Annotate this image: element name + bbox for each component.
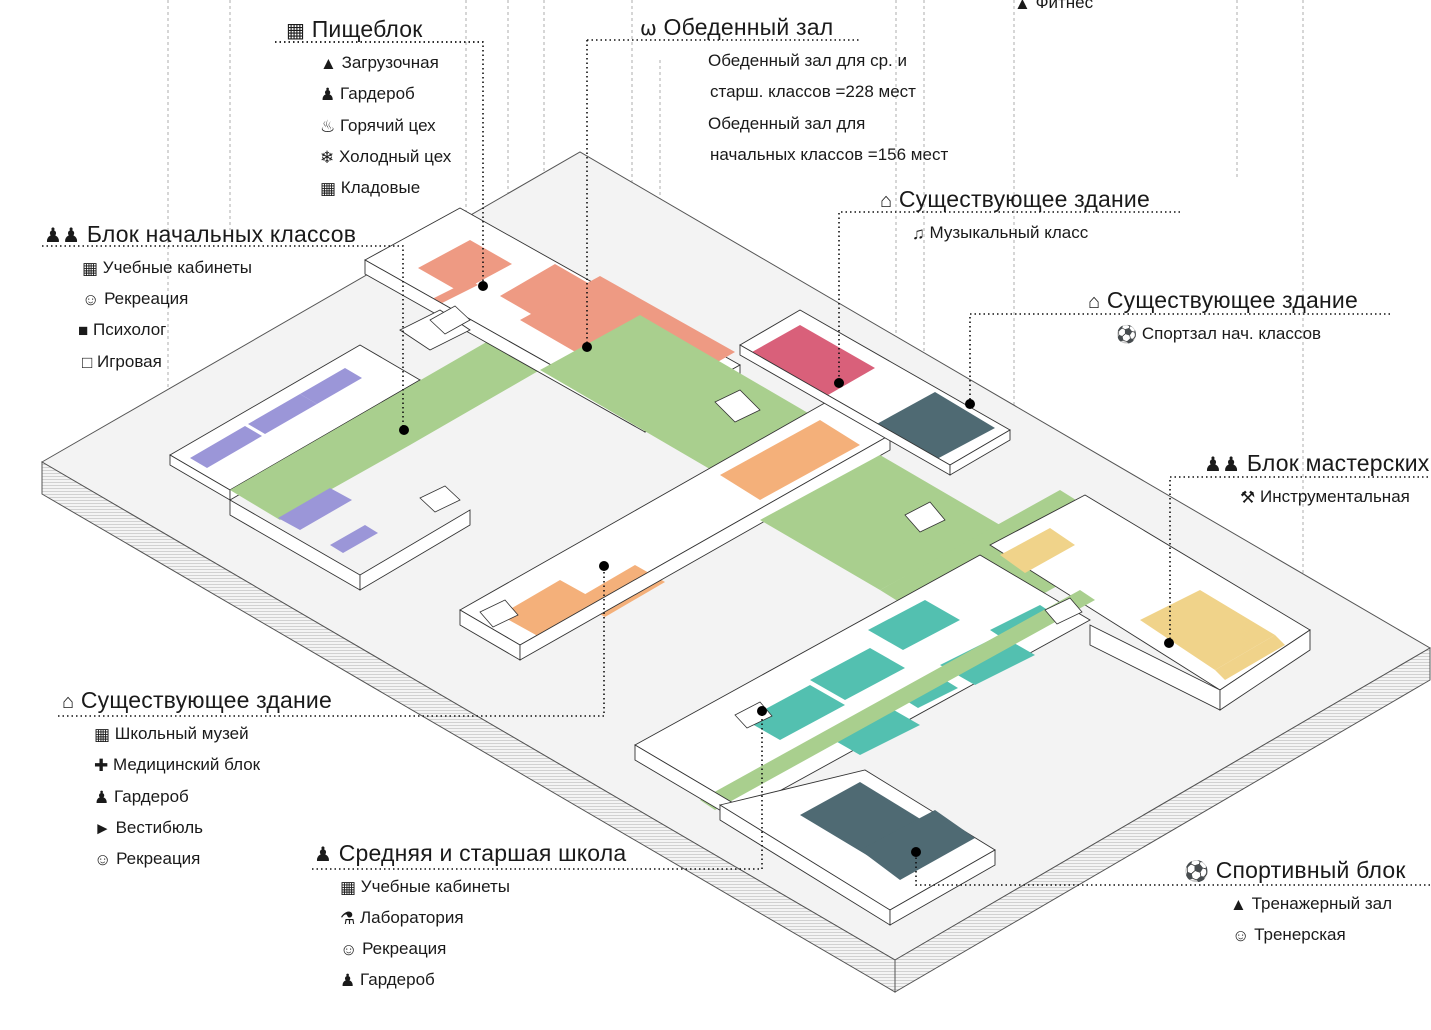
existing-top-right [739, 309, 1011, 476]
site-slab [41, 151, 1431, 993]
music-class-icon: ♫ [912, 224, 925, 244]
kitchen-item: ▲ Загрузочная [320, 53, 439, 74]
middle-high-item: ▦ Учебные кабинеты [340, 877, 511, 898]
hot-shop-icon: ♨ [320, 117, 336, 137]
storage-icon: ▦ [320, 179, 337, 199]
loading-icon: ▲ [320, 54, 337, 74]
school-building-icon: ⌂ [62, 690, 75, 713]
dining-table-icon: ⍵ [640, 17, 657, 40]
middle-high-item: ⚗ Лаборатория [340, 908, 464, 929]
primary-item: ▦ Учебные кабинеты [82, 258, 253, 279]
central-wing [459, 399, 891, 661]
sport-balls-icon: ⚽ [1184, 860, 1210, 883]
kitchen-item: ❄ Холодный цех [320, 147, 452, 168]
kitchen-title: ▦ Пищеблок [286, 18, 423, 41]
kitchen-item: ♟ Гардероб [320, 84, 415, 105]
turnstile-icon: ► [94, 819, 111, 839]
dining-line: старш. классов =228 мест [710, 82, 916, 101]
middle-high-item: ☺ Рекреация [340, 939, 447, 960]
school-building-icon: ⌂ [1088, 290, 1101, 313]
existing-main-title: ⌂ Существующее здание [62, 687, 332, 713]
walking-student-icon: ♟ [314, 843, 333, 866]
wardrobe-icon: ♟ [94, 788, 110, 808]
wardrobe-icon: ♟ [340, 971, 356, 991]
medical-icon: ✚ [94, 756, 109, 776]
dining-line: Обеденный зал для [708, 114, 866, 133]
primary-title-text: Блок начальных классов [86, 221, 357, 247]
primary-title: ♟♟ Блок начальных классов [44, 223, 356, 246]
middle-high-title: ♟ Средняя и старшая школа [314, 840, 627, 866]
workshops-title: ♟♟ Блок мастерских [1204, 450, 1430, 476]
existing-gym-title: ⌂ Существующее здание [1088, 287, 1358, 313]
weightlifter-icon: ▲ [1230, 895, 1247, 915]
museum-icon: ▦ [94, 725, 111, 745]
recreation-icon: ☺ [340, 940, 358, 960]
coach-icon: ☺ [1232, 926, 1250, 946]
kitchen-item: ▦ Кладовые [320, 178, 421, 199]
kitchen-dining-wing [364, 207, 820, 475]
recreation-icon: ☺ [94, 850, 112, 870]
snowflake-icon: ❄ [320, 148, 335, 168]
toys-icon: □ [82, 353, 93, 373]
existing-main-item: ☺ Рекреация [94, 849, 201, 870]
kitchen-item: ♨ Горячий цех [320, 116, 436, 137]
sport-balls-icon: ⚽ [1116, 325, 1138, 345]
dining-line: начальных классов =156 мест [710, 145, 949, 164]
dining-title-text: Обеденный зал [663, 14, 834, 40]
kitchen-title-text: Пищеблок [311, 16, 423, 42]
kitchen-icon: ▦ [286, 19, 306, 42]
middle-high-item: ♟ Гардероб [340, 970, 435, 991]
middle-high-wing [634, 554, 1095, 926]
fitness-label: ▲ Фитнес [1014, 0, 1093, 12]
primary-item: ■ Психолог [78, 320, 167, 341]
sports-item: ▲ Тренажерный зал [1230, 894, 1393, 915]
wardrobe-icon: ♟ [320, 85, 336, 105]
dining-title: ⍵ Обеденный зал [640, 16, 833, 39]
dining-line: Обеденный зал для ср. и [708, 51, 907, 70]
recreation-icon: ☺ [82, 290, 100, 310]
primary-item: □ Игровая [82, 352, 162, 373]
sports-title: ⚽ Спортивный блок [1184, 857, 1406, 883]
primary-block-wing [169, 340, 540, 591]
existing-music-title: ⌂ Существующее здание [880, 186, 1150, 212]
laboratory-icon: ⚗ [340, 909, 356, 929]
existing-main-item: ♟ Гардероб [94, 787, 189, 808]
school-building-icon: ⌂ [880, 189, 893, 212]
workers-icon: ♟♟ [1204, 453, 1241, 476]
fitness-icon: ▲ [1014, 0, 1031, 14]
anchor-dots [399, 281, 1174, 857]
classroom-icon: ▦ [340, 878, 357, 898]
primary-item: ☺ Рекреация [82, 289, 189, 310]
existing-music-item: ♫ Музыкальный класс [912, 223, 1089, 244]
psychologist-icon: ■ [78, 321, 89, 341]
existing-main-item: ▦ Школьный музей [94, 724, 249, 745]
existing-main-item: ► Вестибюль [94, 818, 204, 839]
existing-main-item: ✚ Медицинский блок [94, 755, 261, 776]
sports-item: ☺ Тренерская [1232, 925, 1346, 946]
leader-lines [42, 39, 1430, 886]
children-icon: ♟♟ [44, 224, 81, 247]
tools-icon: ⚒ [1240, 488, 1256, 508]
existing-gym-item: ⚽ Спортзал нач. классов [1116, 324, 1322, 345]
workshops-item: ⚒ Инструментальная [1240, 487, 1410, 508]
classroom-icon: ▦ [82, 259, 99, 279]
